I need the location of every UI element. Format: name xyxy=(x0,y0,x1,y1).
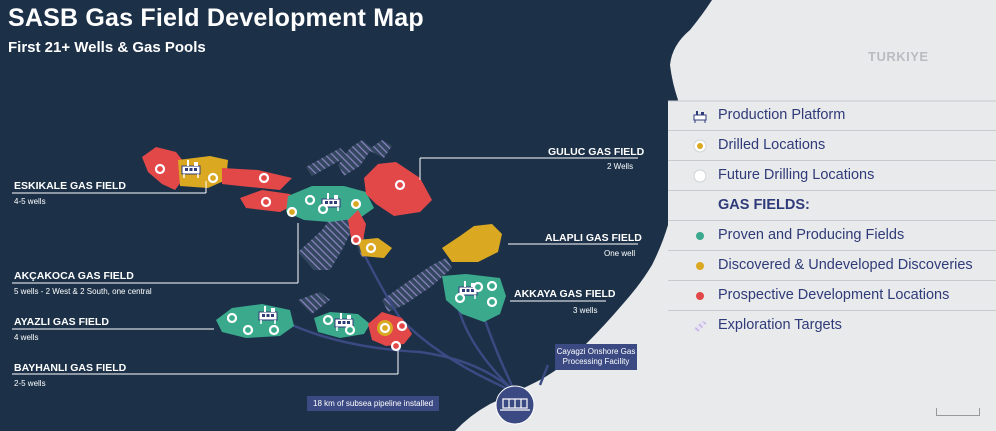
processing-facility-line2: Processing Facility xyxy=(562,357,630,366)
field-label-eskikale: ESKIKALE GAS FIELD xyxy=(14,180,127,192)
field-label-guluc: GULUC GAS FIELD xyxy=(548,146,645,158)
legend-heading-gas-fields: GAS FIELDS: xyxy=(718,197,810,213)
country-label: TURKIYE xyxy=(868,49,929,64)
processing-facility-label: Cayagzi Onshore Gas Processing Facility xyxy=(555,344,637,370)
scale-bar xyxy=(936,408,980,416)
legend-label-proven: Proven and Producing Fields xyxy=(718,227,905,243)
field-note-akkaya: 3 wells xyxy=(573,306,598,315)
legend-row-future: Future Drilling Locations xyxy=(668,161,996,191)
field-note-alapli: One well xyxy=(604,249,636,258)
drilled-location-icon xyxy=(693,139,707,153)
legend-label-discovered: Discovered & Undeveloped Discoveries xyxy=(718,257,973,273)
legend-label-prospective: Prospective Development Locations xyxy=(718,287,950,303)
legend-row-production-platform: Production Platform xyxy=(668,101,996,131)
field-note-guluc: 2 Wells xyxy=(607,162,634,171)
legend-label-drilled: Drilled Locations xyxy=(718,137,826,153)
proven-field-icon xyxy=(696,232,704,240)
field-label-ayazli: AYAZLI GAS FIELD xyxy=(14,316,109,328)
prospective-field-icon xyxy=(696,292,704,300)
future-drilling-locations xyxy=(154,163,408,352)
processing-facility-icon xyxy=(500,398,530,411)
eskikale-prospective-area xyxy=(142,147,190,190)
map-title: SASB Gas Field Development Map xyxy=(8,4,424,32)
legend-label-production-platform: Production Platform xyxy=(718,107,846,123)
field-label-akkaya: AKKAYA GAS FIELD xyxy=(514,288,616,300)
legend-label-future: Future Drilling Locations xyxy=(718,167,875,183)
map-legend: Production Platform Drilled Locations Fu… xyxy=(668,101,996,340)
pipeline-label: 18 km of subsea pipeline installed xyxy=(307,396,440,411)
leader-lines xyxy=(12,157,638,375)
processing-facility-line1: Cayagzi Onshore Gas xyxy=(556,347,636,356)
eskikale-prospective-east xyxy=(222,168,292,190)
drilled-locations xyxy=(207,172,391,334)
field-note-bayhanli: 2-5 wells xyxy=(14,379,46,388)
legend-panel-background xyxy=(668,101,996,333)
legend-row-exploration: Exploration Targets xyxy=(668,311,996,340)
field-note-eskikale: 4-5 wells xyxy=(14,197,46,206)
field-note-akcakoca: 5 wells - 2 West & 2 South, one central xyxy=(14,287,152,296)
legend-row-drilled: Drilled Locations xyxy=(668,131,996,161)
legend-row-discovered: Discovered & Undeveloped Discoveries xyxy=(668,251,996,281)
future-drilling-locations-proven xyxy=(226,194,498,336)
legend-row-prospective: Prospective Development Locations xyxy=(668,281,996,311)
field-label-bayhanli: BAYHANLI GAS FIELD xyxy=(14,362,127,374)
field-label-akcakoca: AKÇAKOCA GAS FIELD xyxy=(14,270,134,282)
map-subtitle: First 21+ Wells & Gas Pools xyxy=(8,39,206,56)
exploration-target-icon xyxy=(693,321,707,332)
production-platform-icon xyxy=(693,111,707,123)
discovered-field-icon xyxy=(696,262,704,270)
legend-label-exploration: Exploration Targets xyxy=(718,317,842,333)
legend-row-gas-fields-heading: GAS FIELDS: xyxy=(668,191,996,221)
alapli-discovered-area xyxy=(442,224,502,262)
future-drilling-location-icon xyxy=(693,169,707,183)
field-label-alapli: ALAPLI GAS FIELD xyxy=(545,232,642,244)
field-note-ayazli: 4 wells xyxy=(14,333,39,342)
legend-row-proven: Proven and Producing Fields xyxy=(668,221,996,251)
